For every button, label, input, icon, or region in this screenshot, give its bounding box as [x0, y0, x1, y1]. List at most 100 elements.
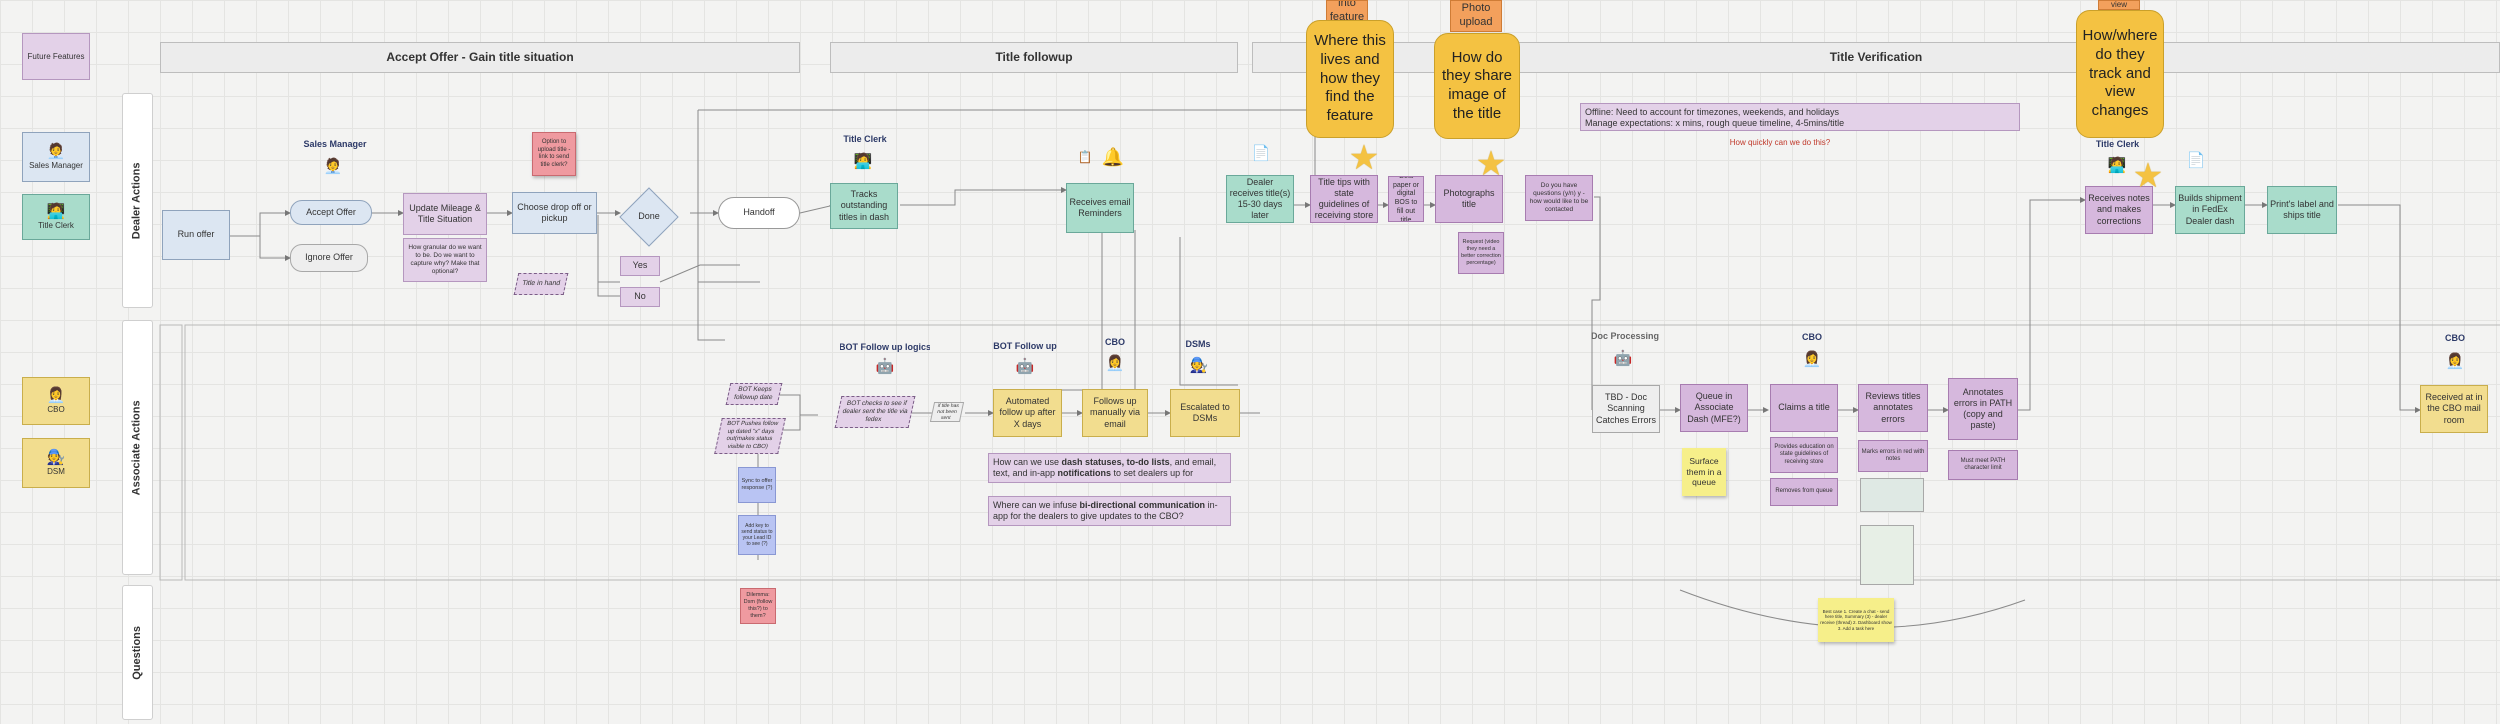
- node-prints-label[interactable]: Print's label and ships title: [2267, 186, 2337, 234]
- note-how-quickly: How quickly can we do this?: [1729, 138, 1831, 147]
- node-tracks-titles[interactable]: Tracks outstanding titles in dash: [830, 183, 898, 229]
- lane-questions[interactable]: Questions: [122, 585, 153, 720]
- legend-dsm[interactable]: 🧑‍🔧 DSM: [22, 438, 90, 488]
- header-accept-offer[interactable]: Accept Offer - Gain title situation: [160, 42, 800, 73]
- node-builds-shipment[interactable]: Builds shipment in FedEx Dealer dash: [2175, 186, 2245, 234]
- node-reviews-titles[interactable]: Reviews titles annotates errors: [1858, 384, 1928, 432]
- star-icon: ★: [1475, 146, 1507, 182]
- title-image-thumbnail[interactable]: [1860, 478, 1924, 512]
- role-title-clerk-2: Title Clerk: [2095, 139, 2140, 150]
- node-title-tips[interactable]: Title tips with state guidelines of rece…: [1310, 175, 1378, 223]
- note-provides-education[interactable]: Provides education on state guidelines o…: [1770, 437, 1838, 473]
- sticky-surface-queue[interactable]: Surface them in a queue: [1682, 448, 1726, 496]
- node-choose-drop-off[interactable]: Choose drop off or pickup: [512, 192, 597, 234]
- legend-label: Sales Manager: [29, 161, 83, 171]
- legend-label: Title Clerk: [38, 221, 74, 231]
- sticky-dilemma[interactable]: Dilemma: Dsm (follow this?) to them?: [740, 588, 776, 624]
- text-run: to set dealers up for success: [993, 468, 1194, 482]
- node-title-in-hand[interactable]: Title in hand: [513, 273, 569, 295]
- node-bot-keeps[interactable]: BOT Keeps followup date: [725, 383, 783, 405]
- title-document-thumbnail[interactable]: [1860, 525, 1914, 585]
- node-follows-manually[interactable]: Follows up manually via email: [1082, 389, 1148, 437]
- node-received-cbo-mailroom[interactable]: Received at in the CBO mail room: [2420, 385, 2488, 433]
- robot-icon: 🤖: [875, 357, 895, 375]
- lane-label: Questions: [130, 625, 143, 680]
- node-claims-title[interactable]: Claims a title: [1770, 384, 1838, 432]
- legend-sales-manager[interactable]: 🧑‍💼 Sales Manager: [22, 132, 90, 182]
- node-bot-pushes[interactable]: BOT Pushes follow up dated "x" days out(…: [714, 418, 786, 454]
- sticky-view[interactable]: view: [2098, 0, 2140, 10]
- person-icon: 🧑‍💻: [46, 202, 66, 220]
- bell-icon: 🔔: [1101, 146, 1125, 167]
- lane-label: Dealer Actions: [130, 162, 143, 239]
- document-icon: 📄: [1251, 144, 1271, 162]
- legend-label: DSM: [47, 467, 65, 477]
- note-offline[interactable]: Offline: Need to account for timezones, …: [1580, 103, 2020, 131]
- callout-where-this-lives[interactable]: Where this lives and how they find the f…: [1306, 20, 1394, 138]
- node-tbd-doc-scanning[interactable]: TBD - Doc Scanning Catches Errors: [1592, 385, 1660, 433]
- role-bot-logics: BOT Follow up logics: [840, 342, 930, 353]
- node-annotates-errors[interactable]: Annotates errors in PATH (copy and paste…: [1948, 378, 2018, 440]
- note-removes-queue[interactable]: Removes from queue: [1770, 478, 1838, 506]
- role-title-clerk: Title Clerk: [843, 134, 887, 145]
- legend-cbo[interactable]: 👩‍💼 CBO: [22, 377, 90, 425]
- queue-icon: 📋: [1077, 149, 1093, 164]
- callout-how-share[interactable]: How do they share image of the title: [1434, 33, 1520, 139]
- text-bold: notifications: [1057, 468, 1112, 479]
- node-update-mileage[interactable]: Update Mileage & Title Situation: [403, 193, 487, 235]
- node-gets-paper[interactable]: Gets paper or digital BOS to fill out ti…: [1388, 176, 1424, 222]
- star-icon: ★: [1348, 140, 1380, 176]
- note-must-meet[interactable]: Must meet PATH character limit: [1948, 450, 2018, 480]
- node-photographs-title[interactable]: Photographs title: [1435, 175, 1503, 223]
- role-cbo: CBO: [1105, 337, 1125, 348]
- role-bot-followup: BOT Follow up: [993, 341, 1057, 352]
- text-run: How can we use: [993, 457, 1062, 467]
- node-receives-notes[interactable]: Receives notes and makes corrections: [2085, 186, 2153, 234]
- node-accept-offer[interactable]: Accept Offer: [290, 200, 372, 225]
- sticky-add-key[interactable]: Add key to send status to your Lead ID t…: [738, 515, 776, 555]
- note-mileage-question[interactable]: How granular do we want to be. Do we wan…: [403, 238, 487, 282]
- node-run-offer[interactable]: Run offer: [162, 210, 230, 260]
- header-title-followup[interactable]: Title followup: [830, 42, 1238, 73]
- document-icon: 📄: [2186, 151, 2206, 169]
- note-dash-statuses[interactable]: How can we use dash statuses, to-do list…: [988, 453, 1231, 483]
- person-icon: 👩‍💼: [46, 386, 66, 404]
- sticky-sync-offer[interactable]: Sync to offer response (?): [738, 467, 776, 503]
- legend-title-clerk[interactable]: 🧑‍💻 Title Clerk: [22, 194, 90, 240]
- person-icon: 🧑‍💻: [853, 152, 873, 170]
- role-cbo-2: CBO: [1802, 332, 1822, 343]
- note-bi-directional[interactable]: Where can we infuse bi-directional commu…: [988, 496, 1231, 526]
- done-label: Done: [638, 211, 660, 222]
- star-icon: ★: [2132, 158, 2164, 194]
- sticky-option-upload[interactable]: Option to upload title - link to send ti…: [532, 132, 576, 176]
- node-no[interactable]: No: [620, 287, 660, 307]
- node-bot-checks[interactable]: BOT checks to see if dealer sent the tit…: [834, 396, 916, 428]
- node-receives-email[interactable]: Receives email Reminders: [1066, 183, 1134, 233]
- node-handoff[interactable]: Handoff: [718, 197, 800, 229]
- node-dealer-receives[interactable]: Dealer receives title(s) 15-30 days late…: [1226, 175, 1294, 223]
- note-if-not-sent[interactable]: if title has not been sent: [929, 402, 965, 422]
- sticky-best-case[interactable]: Best case 1. Create a chat - send here t…: [1818, 598, 1894, 642]
- sticky-into-feature[interactable]: into feature: [1326, 0, 1368, 22]
- text-run: , and email, text, and in-app: [993, 457, 1217, 479]
- legend-future-features[interactable]: Future Features: [22, 33, 90, 80]
- node-ignore-offer[interactable]: Ignore Offer: [290, 244, 368, 272]
- lane-dealer-actions[interactable]: Dealer Actions: [122, 93, 153, 308]
- node-escalated[interactable]: Escalated to DSMs: [1170, 389, 1240, 437]
- note-marks-errors[interactable]: Marks errors in red with notes: [1858, 440, 1928, 472]
- robot-icon: 🤖: [1613, 349, 1633, 367]
- robot-icon: 🤖: [1015, 357, 1035, 375]
- person-icon: 👩‍💼: [1802, 350, 1822, 368]
- text-bold: dash statuses, to-do lists: [1061, 457, 1170, 467]
- sticky-photo-upload[interactable]: Photo upload: [1450, 0, 1502, 32]
- text-run: Where can we infuse: [993, 500, 1080, 510]
- node-queue-dash[interactable]: Queue in Associate Dash (MFE?): [1680, 384, 1748, 432]
- lane-associate-actions[interactable]: Associate Actions: [122, 320, 153, 575]
- person-icon: 🧑‍🔧: [46, 448, 66, 466]
- lane-label: Associate Actions: [130, 400, 143, 495]
- callout-how-where-track[interactable]: How/where do they track and view changes: [2076, 10, 2164, 138]
- node-auto-followup[interactable]: Automated follow up after X days: [993, 389, 1062, 437]
- node-yes[interactable]: Yes: [620, 256, 660, 276]
- note-request[interactable]: Request (video they need a better correc…: [1458, 232, 1504, 274]
- note-questions[interactable]: Do you have questions (y/n) y - how woul…: [1525, 175, 1593, 221]
